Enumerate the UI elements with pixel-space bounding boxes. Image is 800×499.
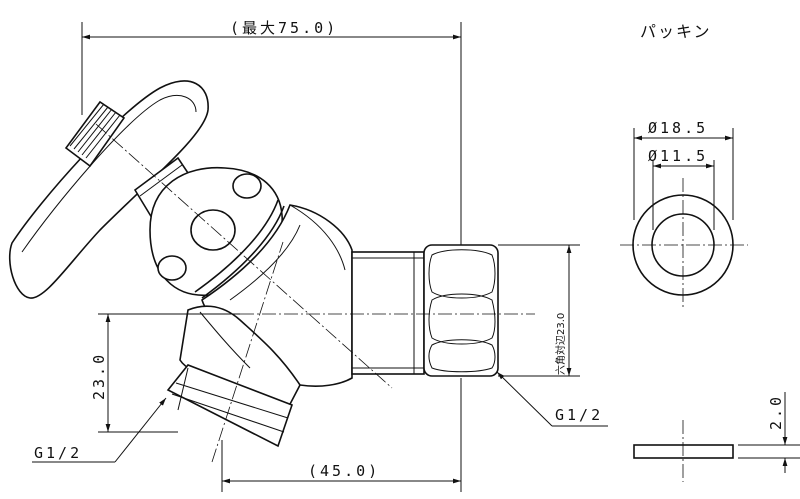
gasket-thickness-label: 2.0 xyxy=(767,394,785,430)
overall-width-dimension: (最大75.0) xyxy=(81,19,462,248)
thread-leader-right: G1/2 xyxy=(496,371,608,427)
gasket-inner-label: Ø11.5 xyxy=(648,147,708,165)
hex-across-label: 六角対辺23.0 xyxy=(554,313,567,375)
bottom-width-dimension: (45.0) xyxy=(221,378,462,492)
valve-body xyxy=(149,166,353,448)
gasket-side-view xyxy=(633,444,734,459)
bonnet-hole-center xyxy=(190,209,236,251)
bonnet-hole-top xyxy=(232,173,262,199)
overall-width-label: (最大75.0) xyxy=(230,19,338,37)
handle-cap xyxy=(64,100,126,168)
gasket-outer-label: Ø18.5 xyxy=(648,119,708,137)
thread-right-label: G1/2 xyxy=(555,406,603,424)
gasket-detail: パッキン Ø18.5 Ø11.5 2.0 xyxy=(620,22,800,482)
center-lines xyxy=(95,123,535,463)
outlet-and-hex-nut xyxy=(351,244,499,377)
thread-left-label: G1/2 xyxy=(34,444,82,462)
left-height-label: 23.0 xyxy=(90,352,108,400)
bonnet-hole-left xyxy=(157,255,187,281)
thread-leader-left: G1/2 xyxy=(32,397,167,463)
left-height-dimension: 23.0 xyxy=(90,313,240,433)
hex-across-dimension: 六角対辺23.0 xyxy=(498,244,580,377)
gasket-title: パッキン xyxy=(640,22,712,41)
bottom-width-label: (45.0) xyxy=(308,462,380,480)
